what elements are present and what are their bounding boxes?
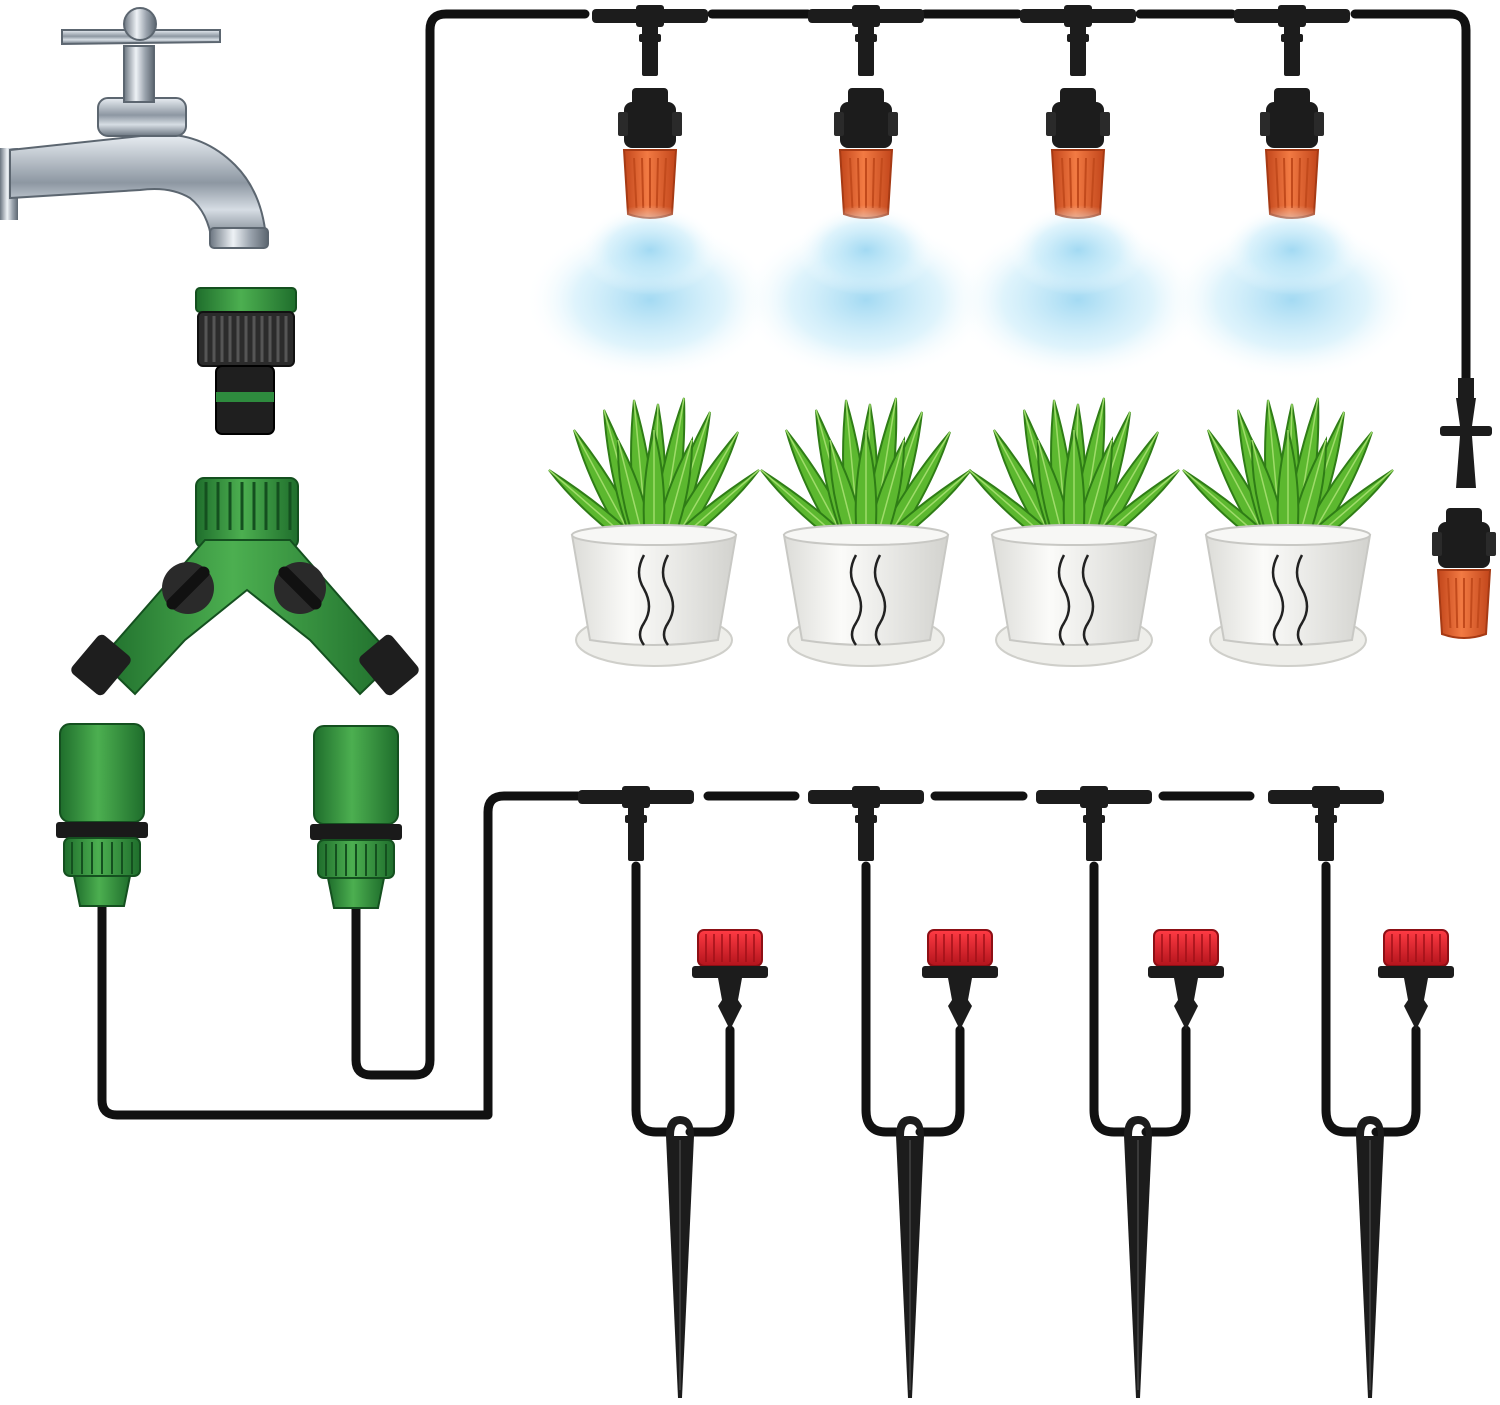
ground-stake-icon (1356, 1116, 1384, 1398)
tee-connector-icon (592, 5, 708, 76)
tee-connector-icon (578, 786, 694, 861)
potted-plant-icon (1182, 397, 1394, 667)
mist-nozzle-icon (1046, 88, 1110, 219)
quick-connector-icon (310, 725, 402, 909)
dripper-tube (685, 1025, 735, 1137)
potted-plant-icon (968, 397, 1180, 667)
straight-connector-icon (1440, 378, 1492, 488)
mist-nozzle-icon (1260, 88, 1324, 219)
tubing-network (97, 9, 1471, 1137)
ground-stake-icon (666, 1116, 694, 1398)
dripper-tube (631, 861, 671, 1137)
dripper-tube (1141, 1025, 1191, 1137)
tee-connector-icon (808, 5, 924, 76)
lower-feed-tube (97, 791, 583, 1120)
mist-spray-icon (741, 205, 991, 380)
dripper-icon (1148, 929, 1224, 1030)
ground-stake-icon (896, 1116, 924, 1398)
quick-connector-icon (56, 723, 148, 907)
mist-spray-icon (953, 205, 1203, 380)
mist-nozzle-icon (1432, 508, 1496, 639)
dripper-icon (1378, 929, 1454, 1030)
mist-nozzle-icon (618, 88, 682, 219)
tee-connector-icon (1234, 5, 1350, 76)
tap-adapter-icon (195, 287, 297, 435)
dripper-tube (915, 1025, 965, 1137)
tap-icon (0, 7, 269, 249)
dripper-tube (861, 861, 901, 1137)
tee-connector-icon (808, 786, 924, 861)
tee-connector-icon (1020, 5, 1136, 76)
dripper-tube (1321, 861, 1361, 1137)
end-nozzle-icon (1432, 508, 1496, 639)
y-splitter-icon (71, 477, 419, 696)
dripper-tube (1371, 1025, 1421, 1137)
dripper-icon (692, 929, 768, 1030)
dripper-icon (922, 929, 998, 1030)
potted-plant-icon (760, 397, 972, 667)
upper-line-segment (1350, 9, 1471, 383)
mist-nozzle-icon (834, 88, 898, 219)
dripper-tube (1089, 861, 1129, 1137)
tee-connector-icon (1268, 786, 1384, 861)
upper-feed-tube (351, 9, 590, 1080)
mist-spray-icon (1167, 205, 1417, 380)
ground-stake-icon (1124, 1116, 1152, 1398)
mist-spray-icon (525, 205, 775, 380)
potted-plant-icon (548, 397, 760, 667)
tee-connector-icon (1036, 786, 1152, 861)
